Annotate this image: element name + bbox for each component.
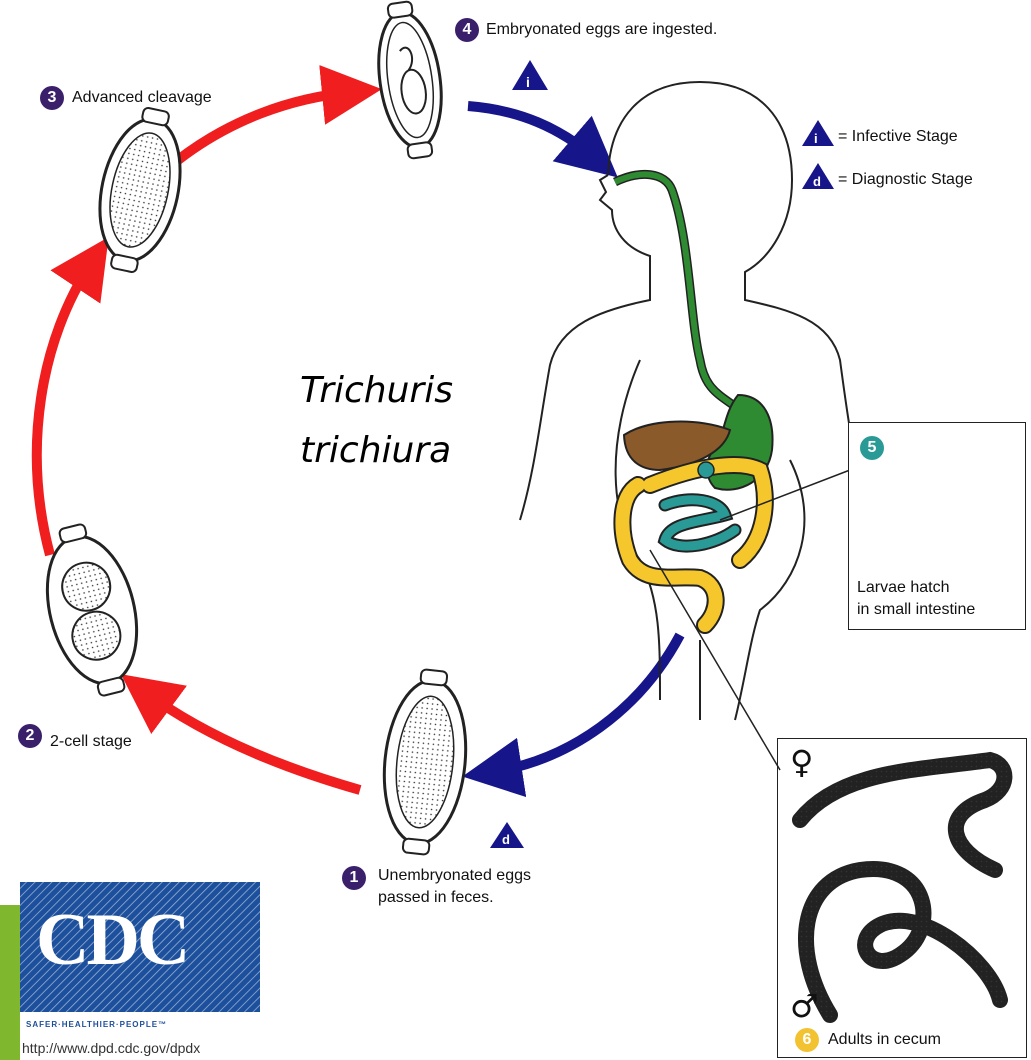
stage-4-badge: 4 [455,18,479,42]
stage-6-label: Adults in cecum [828,1030,941,1050]
legend-diagnostic-text: = Diagnostic Stage [838,170,973,190]
legend-infective-marker [802,120,834,146]
egg-stage-1 [376,666,475,857]
cdc-logo-text: CDC [36,900,187,980]
infective-marker-main-letter: i [526,72,530,92]
accent-green-bar [0,905,20,1060]
arrow-host-to-1 [492,635,680,772]
legend-infective-text: = Infective Stage [838,127,958,147]
arrow-4-to-host [468,106,595,158]
arrow-1-to-2 [145,692,360,790]
cdc-tagline: SAFER·HEALTHIER·PEOPLE™ [26,1020,167,1029]
stage-1-label-line1: Unembryonated eggs [378,866,531,886]
stage-5-badge: 5 [860,436,884,460]
stage-1-badge: 1 [342,866,366,890]
stage-2-label: 2-cell stage [50,732,132,752]
legend-diagnostic-letter: d [813,172,821,192]
stage-5-label-line1: Larvae hatch [857,578,950,598]
stage-3-badge: 3 [40,86,64,110]
egg-stage-4 [369,0,450,161]
egg-stage-3 [86,102,194,278]
stage-6-badge: 6 [795,1028,819,1052]
stage-4-label: Embryonated eggs are ingested. [486,20,717,40]
stage-1-label-line2: passed in feces. [378,888,494,908]
stage-5-label-line2: in small intestine [857,600,975,620]
arrow-2-to-3 [37,262,92,555]
diagram-title-line1: Trichuris [300,365,453,417]
stage-2-badge: 2 [18,724,42,748]
legend-infective-letter: i [814,129,818,149]
stage-3-label: Advanced cleavage [72,88,212,108]
male-symbol: ♂ [790,990,819,1022]
diagnostic-marker-main-letter: d [502,830,510,850]
source-url: http://www.dpd.cdc.gov/dpdx [22,1040,200,1056]
infective-marker-main [512,60,548,90]
diagram-title-line2: trichiura [300,425,451,477]
female-symbol: ♀ [790,746,813,778]
